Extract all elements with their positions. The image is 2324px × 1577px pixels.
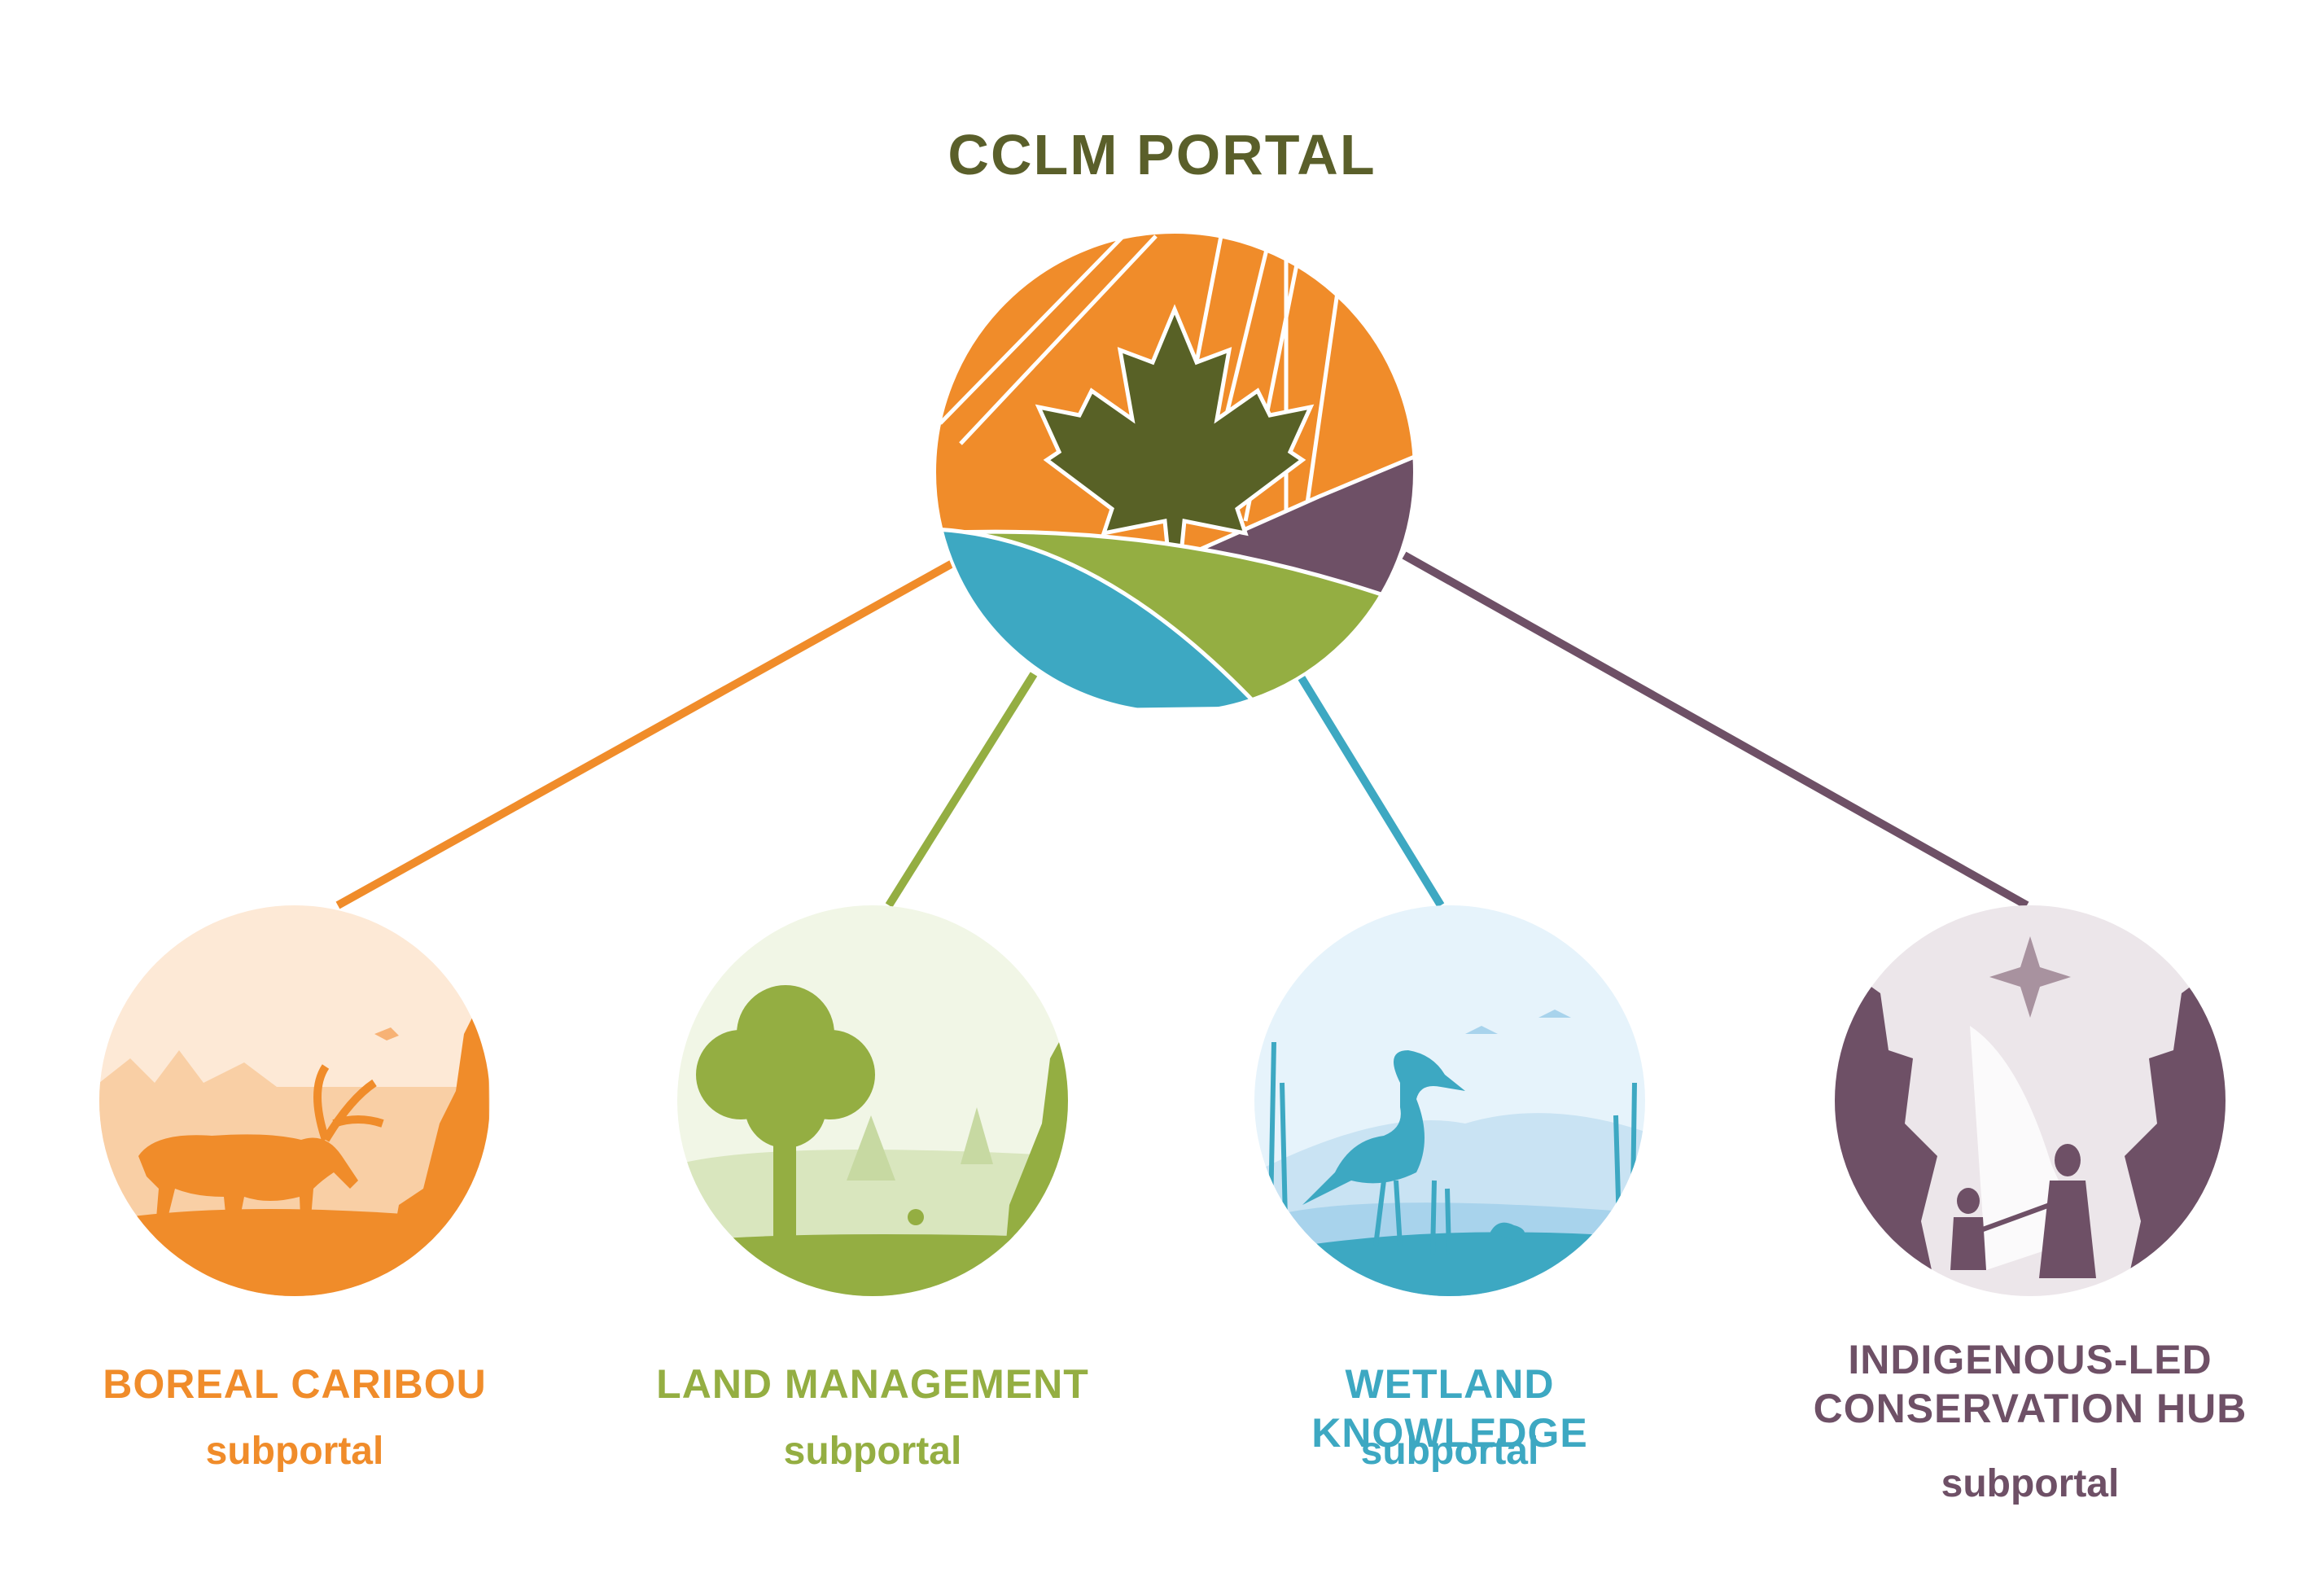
caribou-forest-icon	[99, 905, 490, 1296]
subportal-sub-indigenous-hub: subportal	[1941, 1462, 2120, 1505]
subportal-sub-boreal-caribou: subportal	[205, 1430, 384, 1473]
subportal-title-boreal-caribou: BOREAL CARIBOU	[103, 1361, 487, 1407]
indigenous-hands-star-icon	[1835, 905, 2226, 1296]
tree-meadow-icon	[677, 905, 1068, 1296]
subportal-sub-wetland-knowledge: subportal	[1360, 1430, 1539, 1473]
connector-wetland-knowledge	[1295, 672, 1445, 908]
subportal-title-indigenous-hub-line1: INDIGENOUS-LED	[1848, 1337, 2212, 1382]
subportal-title-land-management: LAND MANAGEMENT	[656, 1361, 1089, 1407]
connector-indigenous-hub	[1402, 551, 2029, 909]
subportal-title-indigenous-hub-line2: CONSERVATION HUB	[1813, 1386, 2247, 1431]
connector-land-management	[885, 672, 1038, 908]
subportal-sub-land-management: subportal	[783, 1430, 962, 1473]
page-title: CCLM PORTAL	[948, 123, 1376, 186]
subportal-title-wetland-knowledge: WETLAND KNOWLEDGE	[1311, 1361, 1588, 1456]
heron-wetland-icon	[1254, 905, 1645, 1296]
connector-boreal-caribou	[335, 559, 955, 909]
